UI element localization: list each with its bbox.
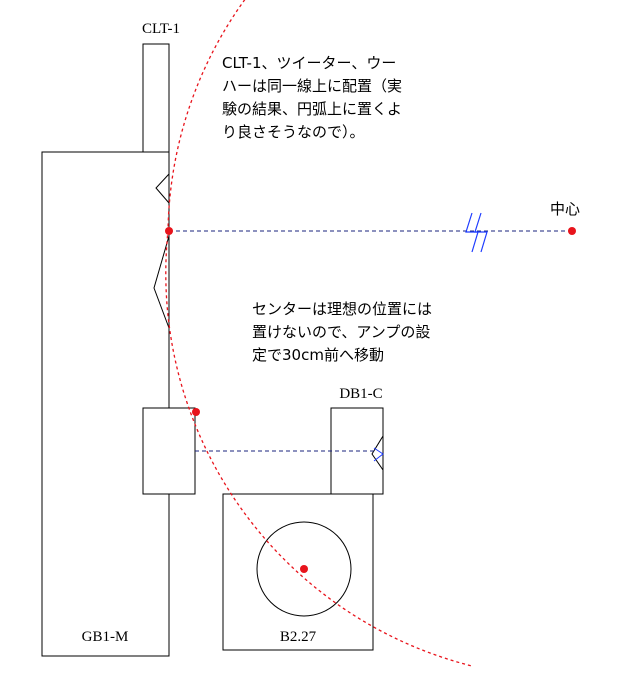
tweeter-notch: [155, 173, 170, 204]
woofer-notch: [153, 235, 170, 329]
label-clt1: CLT-1: [142, 21, 180, 37]
mid-driver-box: [142, 407, 196, 495]
point-mid-box: [192, 408, 200, 416]
point-front-line: [165, 227, 173, 235]
point-center: [568, 227, 576, 235]
label-gb1m: GB1-M: [82, 629, 129, 645]
point-subwoofer: [300, 565, 308, 573]
label-center: 中心: [550, 200, 580, 218]
note-center-position: センターは理想の位置には 置けないので、アンプの設 定で30cm前へ移動: [252, 300, 433, 364]
db1c-arrow-mark: [373, 447, 384, 462]
listening-arc: [165, 0, 473, 667]
db1c-notch: [371, 435, 384, 471]
subwoofer-cone: [256, 521, 352, 617]
label-db1c: DB1-C: [339, 386, 382, 402]
gb1m-cabinet: [41, 151, 170, 657]
b227-subwoofer: [222, 493, 374, 651]
label-b227: B2.27: [280, 629, 317, 645]
break-mark-icon: [465, 212, 488, 253]
clt1-speaker: [142, 43, 170, 153]
note-alignment: CLT-1、ツイーター、ウー ハーは同一線上に配置（実 験の結果、円弧上に置くよ…: [222, 54, 403, 141]
